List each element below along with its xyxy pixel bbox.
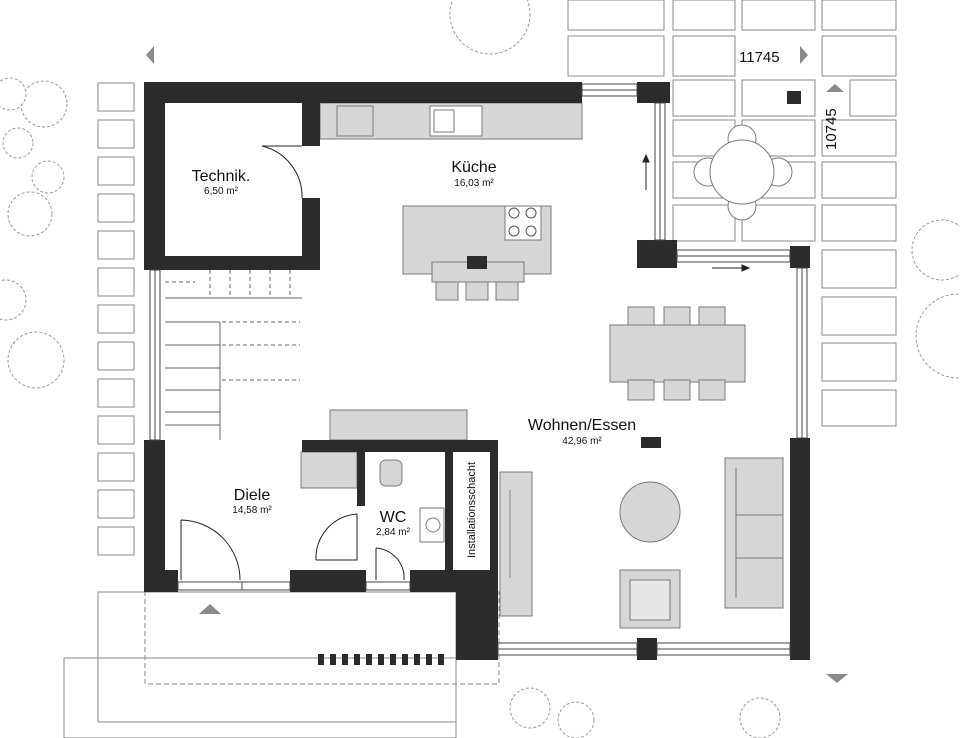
room-name-kueche: Küche [451,159,496,176]
living-furniture [329,409,784,629]
room-name-diele: Diele [234,487,271,504]
room-area-technik: 6,50 m² [204,186,239,197]
depth-dimension: 10745 [823,108,840,150]
path-stepping-stones [97,82,135,556]
room-name-technik: Technik. [192,168,251,185]
room-name-wohnen: Wohnen/Essen [528,417,636,434]
doormat [318,654,444,665]
dining-table [609,306,746,401]
walls [144,82,810,660]
arrow-down-icon [826,674,848,683]
terrace-table [693,91,801,221]
sliding-arrows [642,153,751,272]
room-name-wc: WC [380,509,407,526]
arrow-right-icon [800,46,808,64]
arrow-left-icon [146,46,154,64]
shaft-label: Installationsschacht [466,462,478,558]
room-area-kueche: 16,03 m² [454,178,494,189]
entrance-area [63,591,500,738]
width-dimension: 11745 [739,49,780,66]
entrance-arrow-icon [199,604,221,614]
room-area-wc: 2,84 m² [376,527,411,538]
wc-fixtures [300,451,445,543]
windows [149,83,808,656]
doors [180,145,405,581]
kitchen-island [402,205,552,301]
kitchen-counter [319,102,583,140]
room-area-diele: 14,58 m² [232,505,272,516]
staircase [165,270,302,440]
room-area-wohnen: 42,96 m² [562,436,602,447]
arrow-up-icon [826,84,844,92]
